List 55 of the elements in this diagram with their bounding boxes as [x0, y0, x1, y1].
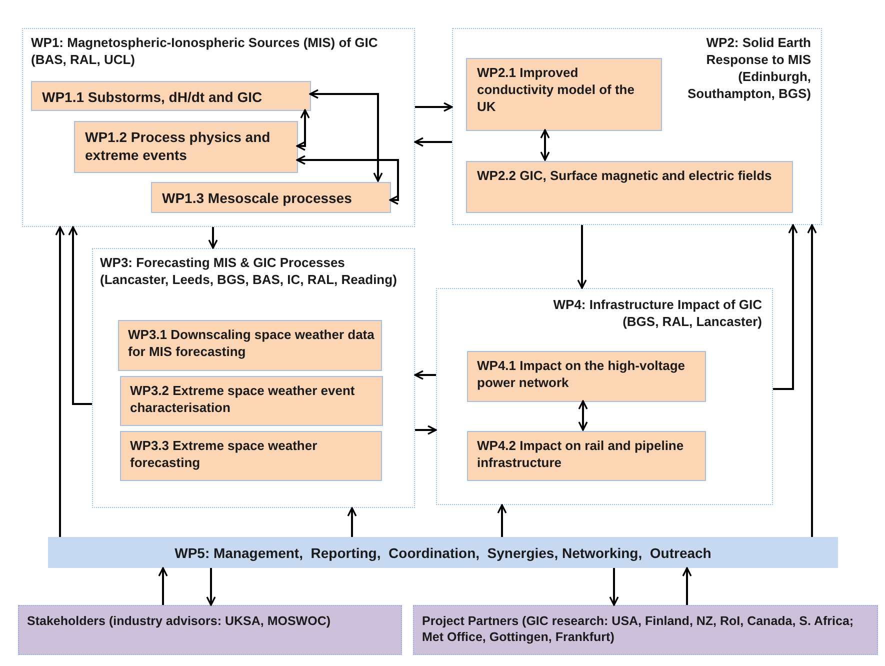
- arrow: [158, 567, 168, 605]
- arrow: [415, 102, 453, 112]
- box-label: WP5: Management, Reporting, Coordination, Synergies, Networking, Outreach: [174, 544, 712, 562]
- arrow: [577, 225, 587, 289]
- arrow: [807, 224, 817, 537]
- arrow: [206, 568, 216, 606]
- box-label: Stakeholders (industry advisors: UKSA, MOSWOC): [27, 613, 332, 630]
- panel-heading: WP1: Magnetospheric-Ionospheric Sources (MIS) of GIC (BAS, RAL, UCL): [31, 35, 379, 69]
- work-package-panel: [436, 288, 773, 505]
- task-box: [467, 351, 706, 402]
- double-arrow: [296, 155, 399, 205]
- task-box: [466, 58, 662, 131]
- box-label: WP4.2 Impact on rail and pipeline infrastructure: [477, 438, 685, 472]
- management-bar: [48, 537, 838, 568]
- work-package-panel: [452, 28, 822, 225]
- box-label: WP1.2 Process physics and extreme events: [85, 128, 272, 164]
- arrow: [609, 568, 619, 606]
- task-box: [118, 320, 382, 371]
- arrow: [682, 567, 692, 605]
- double-arrow: [540, 129, 550, 161]
- box-label: WP4.1 Impact on the high-voltage power network: [477, 358, 686, 392]
- double-arrow: [309, 89, 383, 182]
- arrow: [347, 507, 357, 537]
- box-label: WP3.1 Downscaling space weather data for MIS forecasting: [128, 327, 376, 361]
- panel-heading: WP3: Forecasting MIS & GIC Processes (Lancaster, Leeds, BGS, BAS, IC, RAL, Reading): [100, 255, 398, 289]
- task-box: [466, 161, 793, 213]
- double-arrow: [578, 400, 588, 431]
- arrow: [497, 504, 507, 537]
- partner-box: [413, 605, 878, 655]
- box-label: WP1.1 Substorms, dH/dt and GIC: [42, 88, 262, 106]
- task-box: [31, 81, 311, 111]
- arrow: [773, 224, 798, 390]
- task-box: [467, 431, 706, 481]
- box-label: WP3.3 Extreme space weather forecasting: [130, 438, 318, 472]
- box-label: Project Partners (GIC research: USA, Finland, NZ, RoI, Canada, S. Africa; Met Office, Gottingen, Frankfurt): [422, 613, 855, 646]
- task-box: [120, 431, 382, 481]
- box-label: WP3.2 Extreme space weather event characterisation: [130, 383, 356, 417]
- task-box: [151, 182, 391, 213]
- task-box: [74, 121, 298, 173]
- task-box: [120, 376, 383, 426]
- arrow: [414, 370, 436, 380]
- box-label: WP2.1 Improved conductivity model of the UK: [477, 65, 636, 116]
- arrow: [208, 227, 218, 249]
- arrow: [68, 226, 92, 405]
- box-label: WP2.2 GIC, Surface magnetic and electric fields: [477, 168, 773, 185]
- work-package-panel: [92, 248, 415, 508]
- panel-heading: WP4: Infrastructure Impact of GIC (BGS, RAL, Lancaster): [552, 297, 762, 331]
- partner-box: [18, 605, 402, 655]
- arrow: [415, 425, 437, 435]
- work-package-panel: [22, 28, 415, 227]
- double-arrow: [296, 109, 310, 151]
- panel-heading: WP2: Solid Earth Response to MIS (Edinburgh, Southampton, BGS): [686, 35, 811, 103]
- arrow: [414, 137, 452, 147]
- box-label: WP1.3 Mesoscale processes: [162, 189, 352, 208]
- arrow: [55, 226, 65, 537]
